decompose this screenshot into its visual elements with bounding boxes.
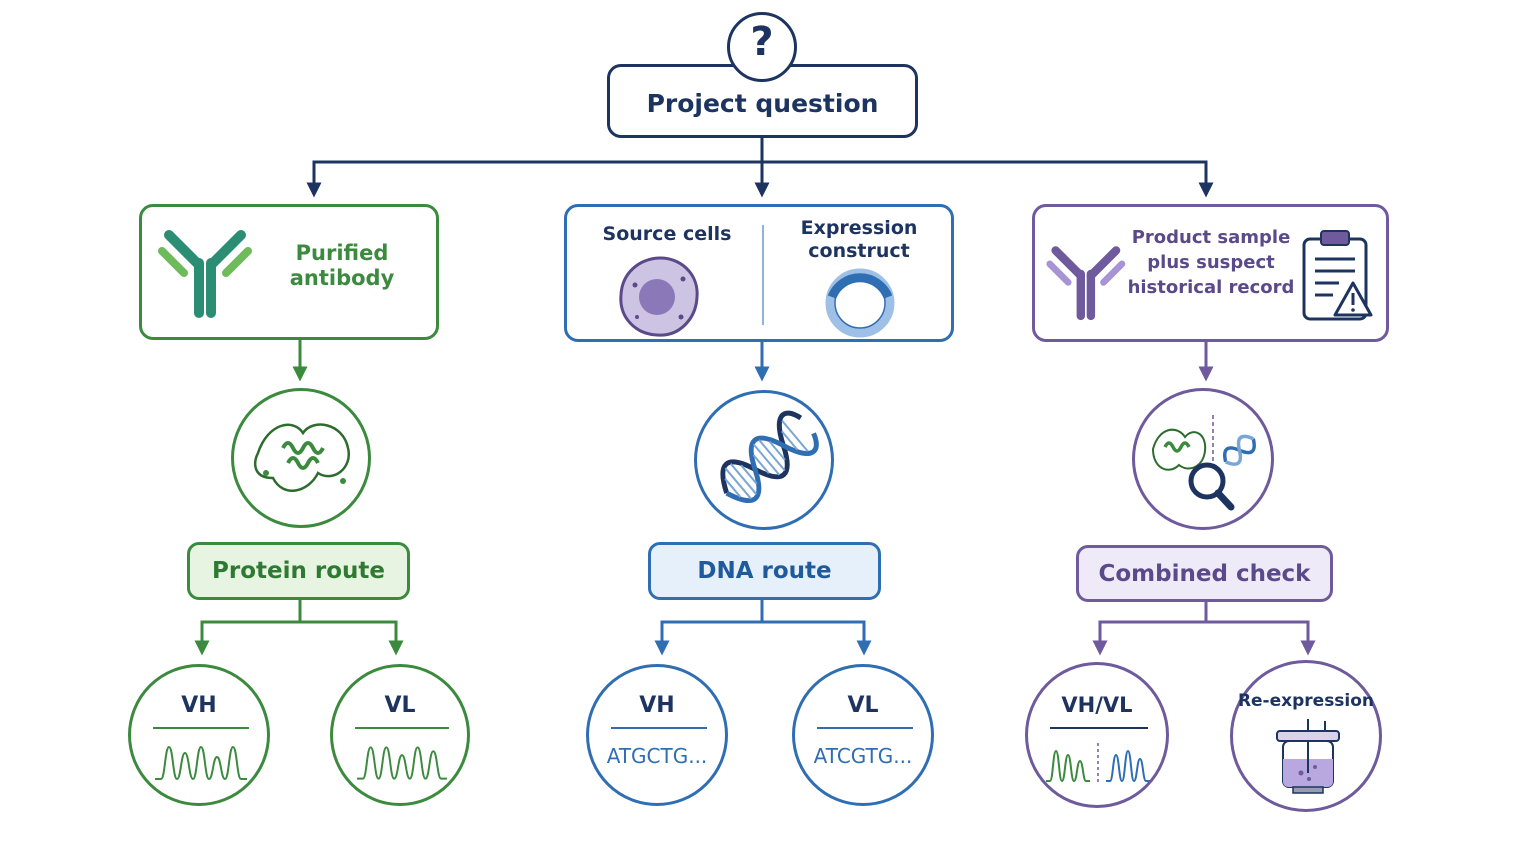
dna-connectors — [654, 342, 872, 656]
divider — [153, 727, 249, 729]
protein-connectors — [194, 340, 404, 656]
protein-vl-output: VL — [330, 664, 470, 806]
protein-dna-magnifier-icon — [1151, 415, 1256, 511]
protein-structure-icon — [254, 423, 351, 492]
source-cells-label: Source cells — [602, 223, 732, 245]
protein-vh-output: VH — [128, 664, 270, 806]
combined-reexpression-output: Re-expression — [1230, 660, 1382, 812]
dna-helix-icon — [720, 410, 819, 504]
product-sample-label: Product sample plus suspect historical r… — [1127, 227, 1295, 299]
dna-vl-sequence: ATCGTG... — [813, 744, 913, 768]
divider — [611, 727, 707, 729]
antibody-icon — [1046, 246, 1126, 321]
purified-antibody-box[interactable]: Purified antibody — [139, 204, 439, 340]
protein-vl-label: VL — [384, 693, 416, 718]
dna-vl-output: VL ATCGTG... — [792, 664, 934, 806]
combined-analysis-node — [1132, 388, 1274, 530]
divider — [1050, 727, 1148, 729]
dna-input-divider — [762, 225, 764, 325]
product-sample-box[interactable]: Product sample plus suspect historical r… — [1032, 204, 1389, 342]
chromatogram-icon — [155, 745, 247, 781]
dna-route-pill[interactable]: DNA route — [648, 542, 881, 600]
root-connector — [306, 138, 1214, 198]
protein-vh-label: VH — [181, 693, 217, 718]
question-mark-icon: ? — [727, 12, 797, 82]
question-glyph: ? — [750, 19, 774, 65]
dna-helix-node — [694, 390, 834, 530]
combined-vhvl-label: VH/VL — [1061, 693, 1133, 717]
reexpression-label: Re-expression — [1237, 691, 1375, 711]
dna-vl-label: VL — [847, 693, 879, 718]
plasmid-icon — [825, 268, 895, 338]
bioreactor-icon — [1276, 719, 1340, 794]
protein-structure-node — [231, 388, 371, 528]
dna-vh-output: VH ATGCTG... — [586, 664, 728, 806]
dual-chromatogram-icon — [1046, 743, 1150, 783]
dna-vh-label: VH — [639, 693, 675, 718]
expression-construct-label: Expression construct — [800, 217, 918, 262]
purified-antibody-label: Purified antibody — [289, 241, 395, 291]
combined-vhvl-output: VH/VL — [1025, 662, 1169, 808]
antibody-icon — [158, 230, 252, 318]
combined-connectors — [1092, 342, 1316, 656]
protein-route-pill[interactable]: Protein route — [187, 542, 410, 600]
divider — [355, 727, 449, 729]
cell-icon — [619, 256, 699, 337]
divider — [817, 727, 913, 729]
combined-check-pill[interactable]: Combined check — [1076, 545, 1333, 602]
dna-vh-sequence: ATGCTG... — [606, 744, 708, 768]
chromatogram-icon — [357, 746, 447, 780]
project-question-label: Project question — [646, 89, 879, 118]
clipboard-warning-icon — [1302, 230, 1373, 321]
dna-input-box[interactable]: Source cells Expression construct — [564, 204, 954, 342]
